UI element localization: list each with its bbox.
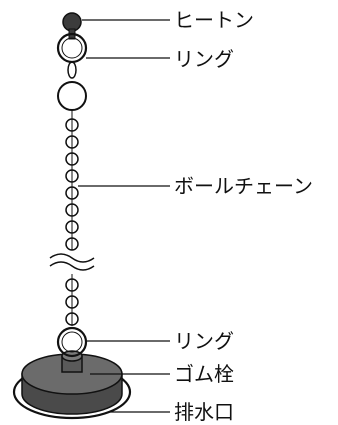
label-drain: 排水口 xyxy=(174,400,234,424)
chain-break-mark xyxy=(49,253,95,271)
upper-chain-ring xyxy=(57,81,87,111)
top-ring-inner xyxy=(61,37,83,59)
leader-lines xyxy=(78,19,170,413)
bottom-ring xyxy=(56,326,88,358)
label-bottom-ring: リング xyxy=(174,329,234,353)
label-rubber-plug: ゴム栓 xyxy=(174,362,234,386)
bottom-ring-inner xyxy=(61,331,83,353)
label-ball-chain: ボールチェーン xyxy=(174,174,313,198)
label-stopper-knob: ヒートン xyxy=(174,8,254,32)
stopper-knob xyxy=(62,12,82,32)
label-top-ring: リング xyxy=(174,47,234,71)
upper-link xyxy=(67,61,77,79)
